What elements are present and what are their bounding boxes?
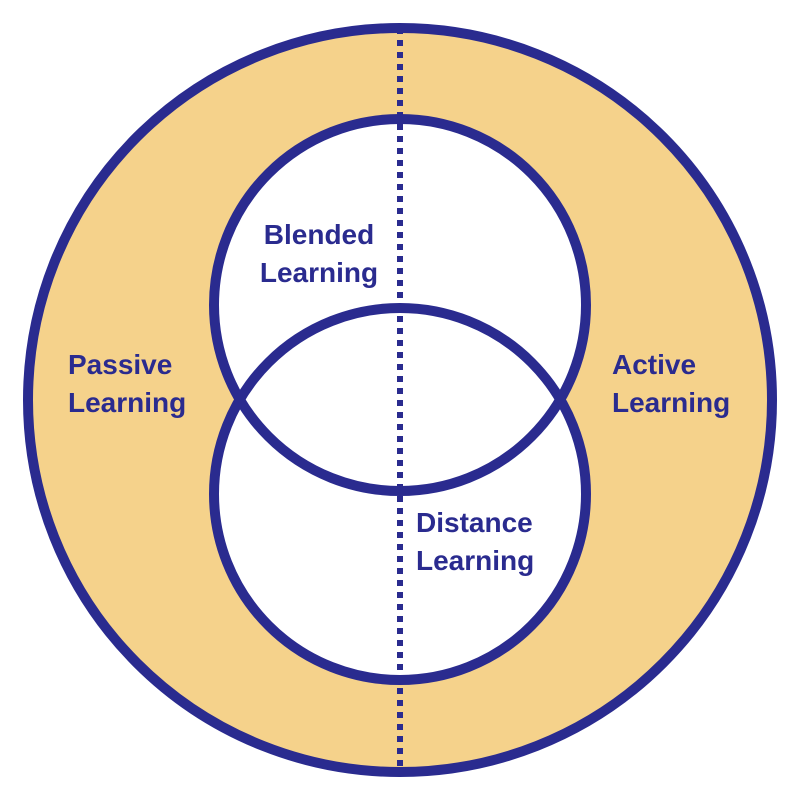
active-learning-label: Active Learning — [612, 346, 730, 422]
passive-learning-label: Passive Learning — [68, 346, 186, 422]
blended-learning-label: Blended Learning — [254, 216, 384, 292]
distance-learning-label: Distance Learning — [416, 504, 534, 580]
blended-label-line2: Learning — [259, 257, 379, 288]
distance-label-line2: Learning — [416, 545, 535, 576]
distance-label-line1: Distance — [416, 507, 533, 538]
passive-label-line1: Passive — [68, 349, 173, 380]
active-label-line2: Learning — [612, 387, 731, 418]
blended-label-line1: Blended — [263, 219, 375, 250]
lower-inner-circle — [209, 303, 591, 685]
active-label-line1: Active — [612, 349, 697, 380]
passive-label-line2: Learning — [68, 387, 187, 418]
upper-inner-circle — [209, 114, 591, 496]
